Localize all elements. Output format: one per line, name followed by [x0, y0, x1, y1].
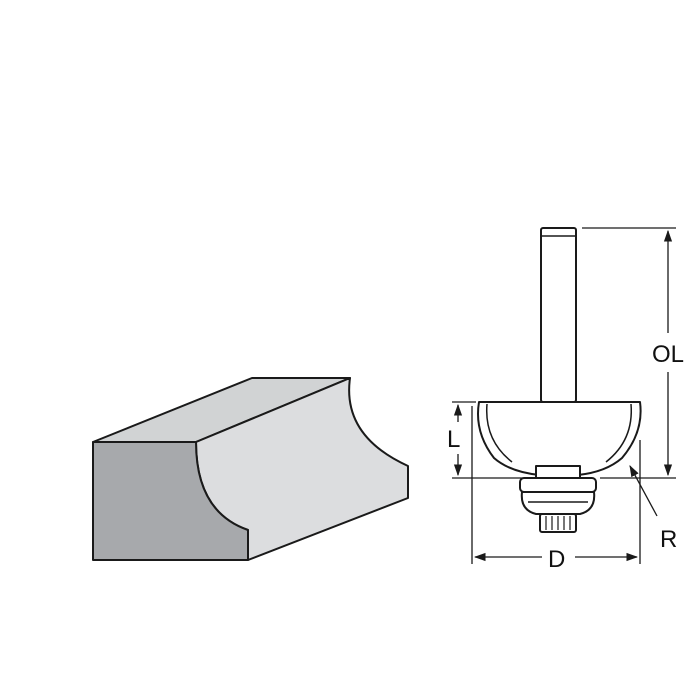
bit-cutter-body: [477, 401, 642, 476]
r-label: R: [660, 526, 677, 553]
l-label: L: [447, 426, 460, 453]
bit-shank: [540, 227, 577, 403]
screw-thread-lines: [545, 516, 571, 530]
bearing-icon: [519, 477, 597, 493]
r-leader-line: [629, 464, 658, 517]
workpiece-front-face: [92, 441, 249, 561]
bit-cutter-edge-right: [605, 403, 633, 463]
router-bit: [477, 227, 642, 533]
workpiece-block: [92, 377, 409, 561]
bit-collar: [535, 465, 581, 479]
d-label: D: [548, 546, 565, 573]
dimension-lines: [452, 227, 676, 564]
bearing-lower: [520, 491, 596, 515]
ol-label: OL: [652, 341, 684, 368]
bit-cutter-edge: [485, 403, 513, 463]
